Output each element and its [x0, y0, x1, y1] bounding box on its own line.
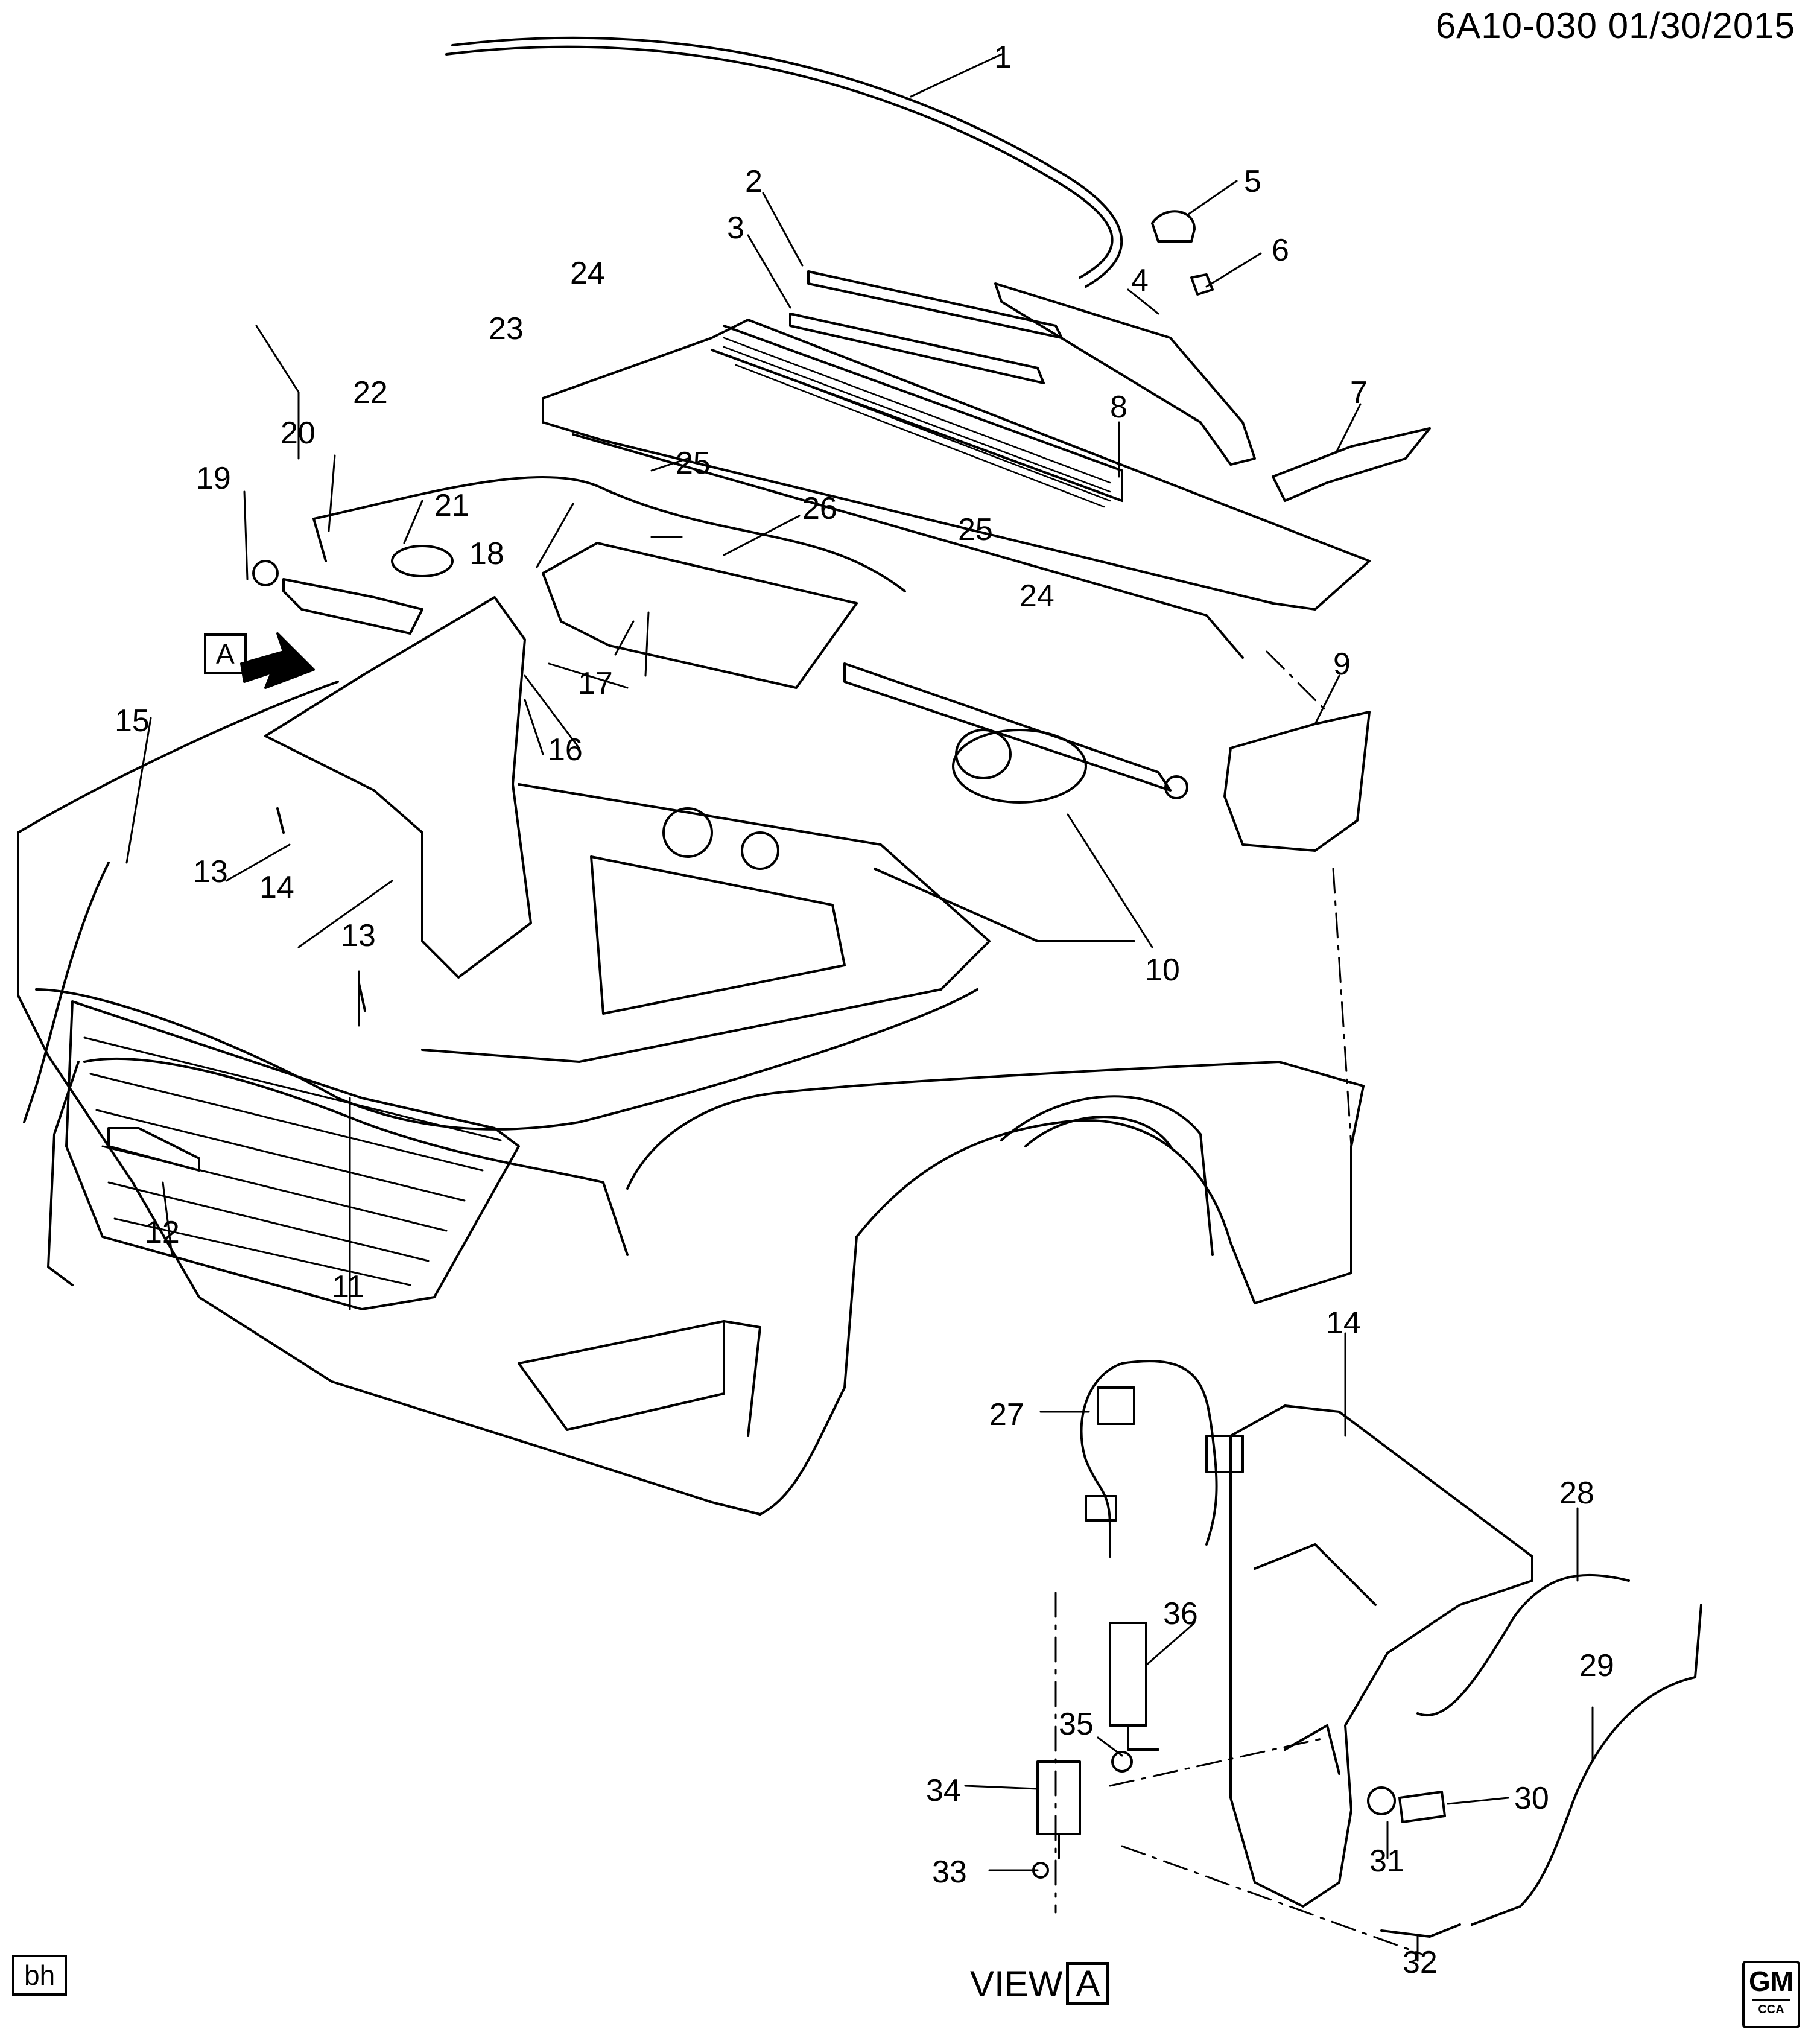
- callout-9: 9: [1333, 647, 1351, 682]
- callout-25b: 25: [958, 512, 993, 547]
- callout-2: 2: [745, 164, 763, 199]
- callout-16: 16: [548, 732, 583, 767]
- cowl-panel: [542, 542, 858, 689]
- callout-31: 31: [1369, 1844, 1404, 1879]
- callout-13b: 13: [341, 918, 376, 953]
- wiper-blade-2: [789, 313, 1045, 384]
- view-a-arrow: [240, 632, 315, 689]
- callout-8: 8: [1110, 390, 1127, 425]
- callout-14b: 14: [1326, 1306, 1361, 1341]
- callout-24a: 24: [570, 256, 605, 291]
- callout-36: 36: [1163, 1596, 1198, 1631]
- windshield-molding: [445, 45, 1114, 279]
- callout-21: 21: [434, 488, 469, 523]
- callout-4: 4: [1131, 263, 1149, 298]
- callout-23: 23: [489, 311, 524, 346]
- callout-5: 5: [1244, 164, 1261, 199]
- washer-hose-28: [1416, 1573, 1630, 1717]
- callout-33: 33: [932, 1855, 967, 1890]
- callout-18: 18: [469, 536, 504, 571]
- callout-15: 15: [115, 703, 150, 738]
- callout-35: 35: [1059, 1707, 1094, 1742]
- callout-6: 6: [1272, 233, 1289, 268]
- view-a-marker: A: [204, 633, 247, 674]
- callout-11: 11: [332, 1269, 364, 1304]
- gm-logo-sub: CCA: [1752, 1999, 1790, 2018]
- washer-hose-32: [1380, 1923, 1461, 1938]
- side-seal: [1272, 427, 1431, 502]
- inlet-side-cover: [1223, 711, 1371, 852]
- callout-13a: 13: [193, 854, 228, 889]
- callout-32: 32: [1403, 1945, 1438, 1980]
- level-sensor: [1398, 1791, 1446, 1823]
- gm-logo-text: GM: [1748, 1966, 1794, 1997]
- document-id: 6A10-030 01/30/2015: [1435, 5, 1795, 46]
- callout-34: 34: [926, 1773, 961, 1808]
- callout-7: 7: [1350, 375, 1368, 410]
- sensor: [107, 1127, 200, 1172]
- callout-14a: 14: [259, 870, 294, 905]
- callout-29: 29: [1579, 1648, 1614, 1683]
- washer-pump-rear: [1036, 1760, 1081, 1835]
- view-letter: A: [1066, 1962, 1110, 2005]
- callout-12: 12: [145, 1215, 180, 1250]
- filler-neck: [282, 578, 423, 635]
- callout-26: 26: [802, 491, 837, 526]
- callout-3: 3: [727, 211, 744, 246]
- callout-24b: 24: [1019, 579, 1054, 614]
- nut: [1190, 273, 1214, 296]
- nozzle-hose: [83, 1057, 629, 1256]
- callout-27: 27: [989, 1397, 1024, 1432]
- wiper-motor: [952, 729, 1087, 804]
- callout-22: 22: [353, 375, 388, 410]
- washer-pump-front: [1109, 1622, 1147, 1727]
- view-word: VIEW: [970, 1963, 1063, 2004]
- callout-20: 20: [281, 416, 316, 451]
- vehicle-body: [17, 681, 761, 1516]
- fender: [1000, 1095, 1214, 1256]
- wiper-blade: [807, 270, 1063, 339]
- grommet: [1367, 1786, 1396, 1815]
- callout-28: 28: [1559, 1476, 1594, 1511]
- callout-25a: 25: [676, 446, 711, 481]
- callout-10: 10: [1145, 953, 1180, 988]
- callout-30: 30: [1514, 1781, 1549, 1816]
- callout-19: 19: [196, 461, 231, 496]
- washer-hose-29: [1471, 1604, 1702, 1926]
- view-a-label: VIEW A: [970, 1962, 1110, 2005]
- wiring-harness: [1080, 1360, 1218, 1558]
- callout-17: 17: [578, 666, 613, 701]
- nut-cap: [1151, 210, 1196, 243]
- wiper-transmission: [843, 662, 1172, 792]
- retainer-clip: [276, 807, 366, 1012]
- wiper-arm: [994, 282, 1256, 466]
- grille-frame: [65, 1000, 520, 1310]
- washer-hose: [23, 862, 110, 1123]
- air-inlet-panel: [542, 319, 1371, 611]
- engine-compartment: [421, 783, 991, 1063]
- initials-box: bh: [12, 1955, 68, 1996]
- reservoir-view-a: [1229, 1404, 1533, 1908]
- lower-grille: [518, 1320, 725, 1431]
- callout-1: 1: [994, 40, 1012, 75]
- washer-reservoir: [264, 596, 532, 979]
- gm-logo: GM CCA: [1742, 1961, 1800, 2028]
